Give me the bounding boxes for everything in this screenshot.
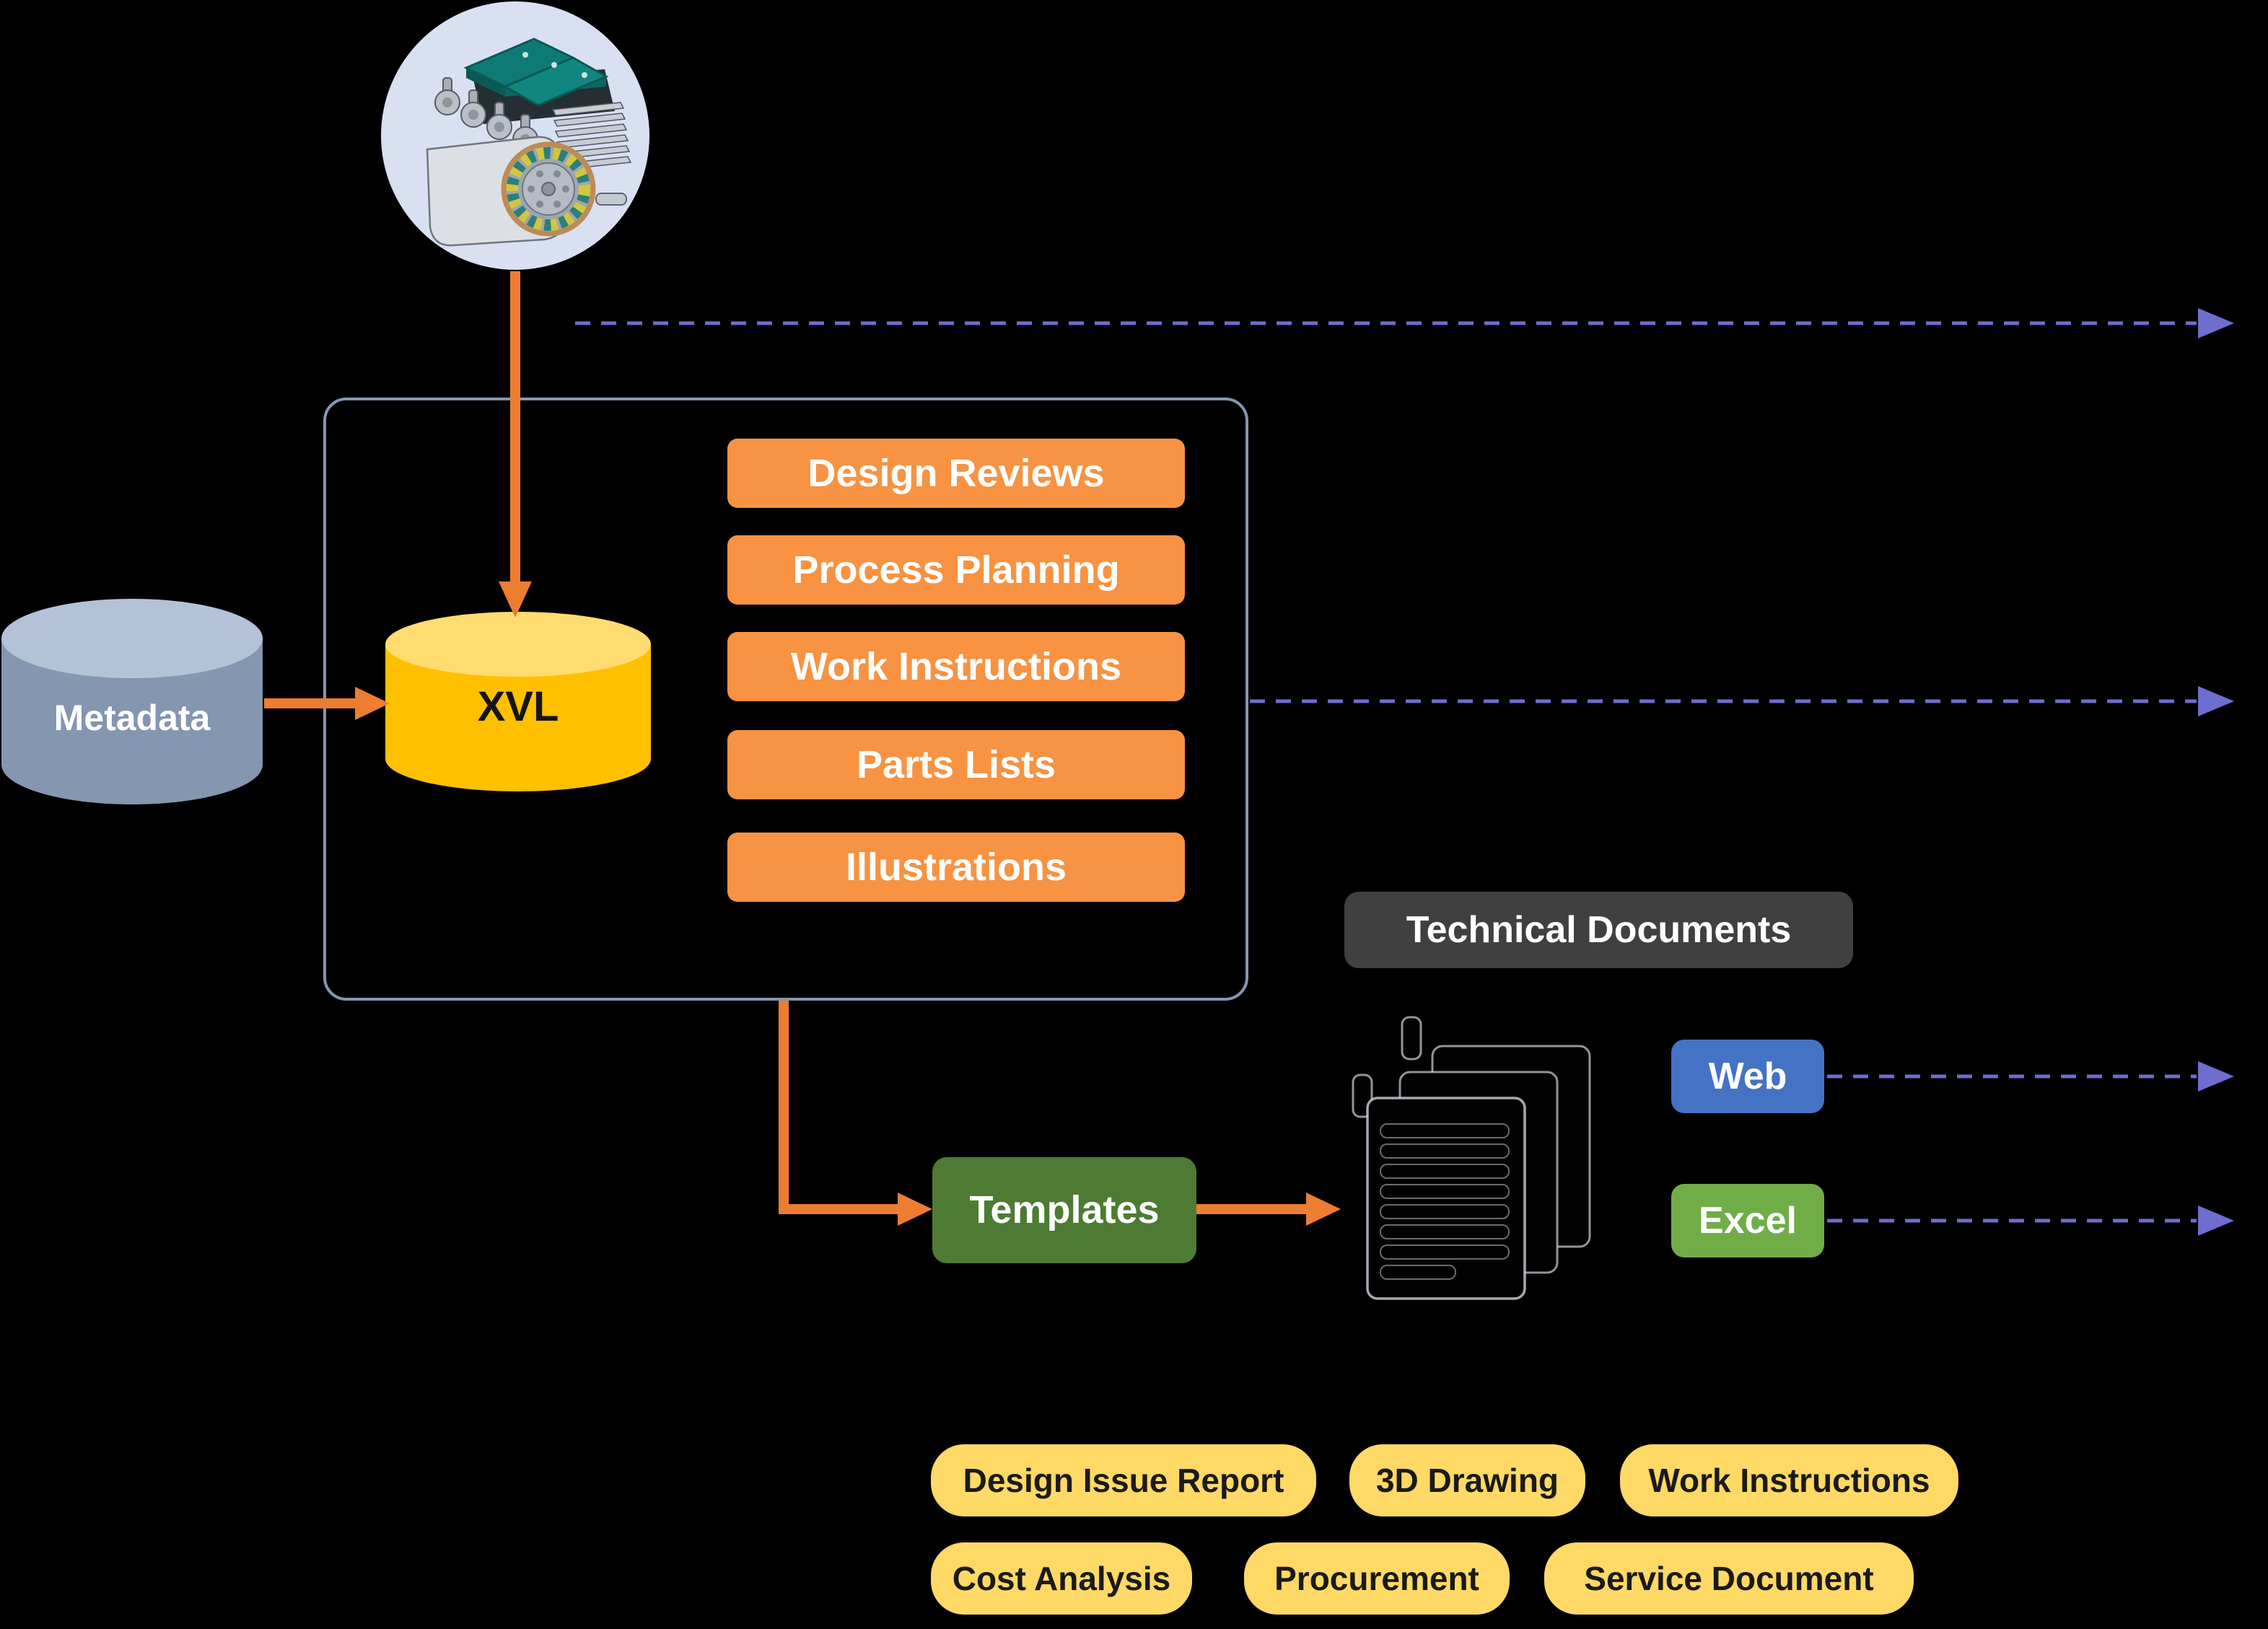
technical-documents-header: Technical Documents: [1344, 892, 1853, 968]
pill-cost-analysis: Cost Analysis: [931, 1542, 1192, 1615]
pill-design-issue-report: Design Issue Report: [931, 1444, 1316, 1516]
orange-arrowheads: [355, 581, 1341, 1226]
metadata-db-label: Metadata: [53, 697, 211, 738]
capability-parts-lists: Parts Lists: [727, 730, 1185, 799]
web-output-node: Web: [1671, 1040, 1824, 1113]
xvl-database-cylinder: [385, 612, 651, 791]
dashed-arrowheads: [2198, 308, 2234, 1236]
xvl-db-label: XVL: [477, 682, 559, 730]
engine-model-badge: [381, 1, 649, 270]
excel-output-node: Excel: [1671, 1184, 1824, 1257]
capability-work-instructions: Work Instructions: [727, 632, 1185, 701]
metadata-database-cylinder: [1, 599, 263, 804]
orange-flow-lines: [264, 271, 1309, 1214]
page-clip: [1401, 1016, 1422, 1061]
pill-service-document: Service Document: [1544, 1542, 1914, 1615]
capability-process-planning: Process Planning: [727, 535, 1185, 605]
container-to-templates-line: [779, 1001, 901, 1214]
pill-procurement: Procurement: [1244, 1542, 1510, 1615]
pill-3d-drawing: 3D Drawing: [1349, 1444, 1585, 1516]
dashed-output-arrows: [575, 321, 2197, 1223]
capability-design-reviews: Design Reviews: [727, 439, 1185, 508]
clutch-assembly: [501, 141, 596, 237]
templates-node: Templates: [932, 1157, 1196, 1263]
output-shaft: [595, 193, 627, 206]
document-text-lines: [1380, 1123, 1510, 1280]
documents-stack-icon: [1352, 1016, 1591, 1300]
engine-3d-model-icon: [426, 38, 632, 247]
capability-illustrations: Illustrations: [727, 833, 1185, 902]
pill-work-instructions: Work Instructions: [1620, 1444, 1958, 1516]
